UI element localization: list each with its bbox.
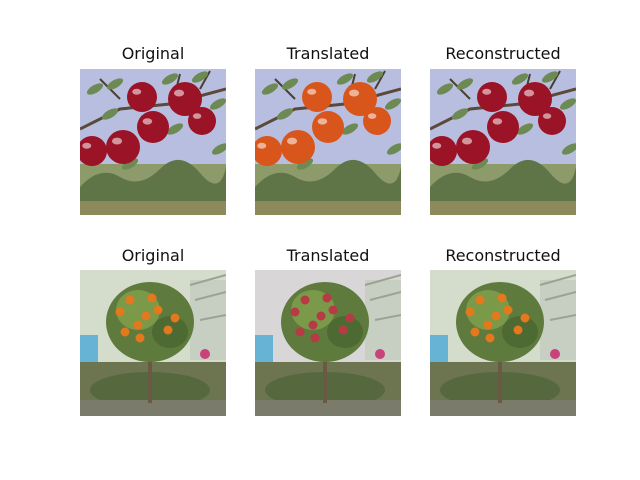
- fruit-tree-image: [430, 270, 576, 416]
- panel-title: Reconstructed: [445, 44, 561, 63]
- apple-branch-image: [430, 69, 576, 215]
- panel-title: Translated: [286, 246, 370, 265]
- fruit-tree-image: [80, 270, 226, 416]
- panel-title: Reconstructed: [445, 246, 561, 265]
- panel-title: Original: [121, 44, 185, 63]
- fruit-tree-image: [255, 270, 401, 416]
- panel-title: Translated: [286, 44, 370, 63]
- panel-title: Original: [121, 246, 185, 265]
- apple-branch-image: [255, 69, 401, 215]
- apple-branch-image: [80, 69, 226, 215]
